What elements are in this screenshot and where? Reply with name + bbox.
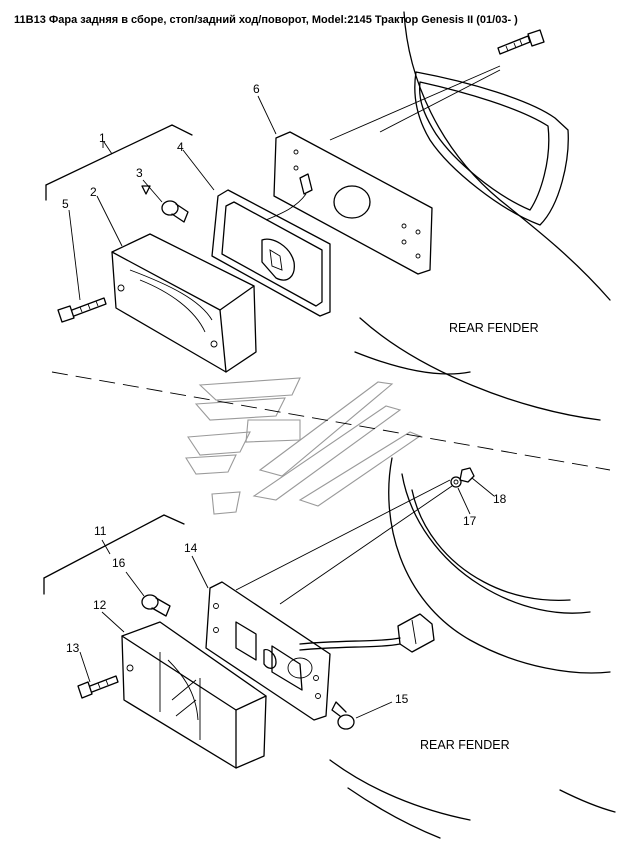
wiring-harness xyxy=(299,613,435,653)
gasket-4 xyxy=(211,189,331,317)
callout-3: 3 xyxy=(136,166,143,180)
callout-4: 4 xyxy=(177,140,184,154)
bulb-3 xyxy=(161,200,189,223)
callout-2: 2 xyxy=(90,185,97,199)
mounting-plate-6 xyxy=(265,131,433,275)
flag-logo-watermark xyxy=(185,377,422,515)
callout-14: 14 xyxy=(184,541,198,555)
callout-12: 12 xyxy=(93,598,107,612)
washer-17 xyxy=(450,476,462,488)
callout-1: 1 xyxy=(99,131,106,145)
bulb-16 xyxy=(141,594,171,617)
rear-fender-upper xyxy=(354,11,611,421)
bolt-5 xyxy=(57,297,107,323)
rear-fender-label-lower: REAR FENDER xyxy=(420,738,510,752)
nut-18 xyxy=(459,467,475,483)
callout-16: 16 xyxy=(112,556,126,570)
lamp-lens-lower xyxy=(121,621,267,769)
callout-5: 5 xyxy=(62,197,69,211)
bolt-top xyxy=(497,29,545,55)
page-title: 11B13 Фара задняя в сборе, стоп/задний х… xyxy=(14,14,518,26)
bolt-13 xyxy=(77,675,119,699)
callout-15: 15 xyxy=(395,692,409,706)
callout-17: 17 xyxy=(463,514,477,528)
lamp-lens-upper xyxy=(111,233,257,373)
rear-fender-lower xyxy=(329,457,616,839)
mounting-plate-14 xyxy=(205,581,331,721)
callout-13: 13 xyxy=(66,641,80,655)
callout-11: 11 xyxy=(94,524,107,538)
callout-18: 18 xyxy=(493,492,507,506)
rear-fender-label-upper: REAR FENDER xyxy=(449,321,539,335)
callout-6: 6 xyxy=(253,82,260,96)
bulb-15 xyxy=(331,701,355,730)
